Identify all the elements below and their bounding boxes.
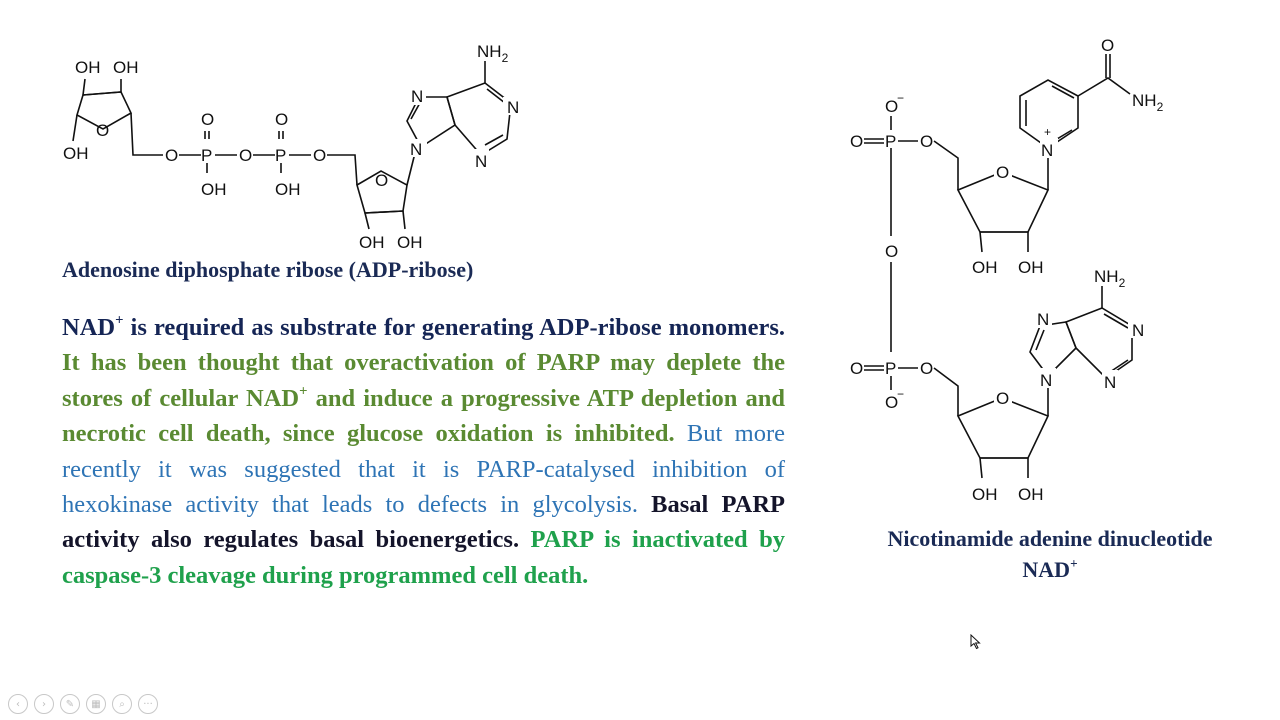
previous-slide-icon[interactable]: ‹ <box>8 694 28 714</box>
oh-label: OH <box>201 180 227 199</box>
nh2-label: NH2 <box>1094 267 1126 290</box>
phosphorus-label: P <box>885 132 896 151</box>
nh2-label: NH2 <box>477 42 509 65</box>
ring-o-label: O <box>375 171 388 190</box>
nh2-label: NH2 <box>1132 91 1164 114</box>
oh-label: OH <box>1018 485 1044 504</box>
n-label: N <box>1132 321 1144 340</box>
nad-caption-line2: NAD <box>1022 557 1071 582</box>
oh-label: OH <box>63 144 89 163</box>
bridge-o-label: O <box>239 146 252 165</box>
n-label: N <box>411 87 423 106</box>
minus-sign: − <box>897 387 904 401</box>
oh-label: OH <box>1018 258 1044 277</box>
oxo-label: O <box>850 132 863 151</box>
ring-o-label: O <box>996 389 1009 408</box>
oxo-label: O <box>275 110 288 129</box>
minus-sign: − <box>897 91 904 105</box>
sentence-basal-parp: Basal PARP activity also regulates basal… <box>62 491 785 554</box>
more-options-icon[interactable]: ··· <box>138 694 158 714</box>
body-paragraph: NAD+ is required as substrate for genera… <box>62 310 785 593</box>
n-label: N <box>507 98 519 117</box>
sentence-caspase: PARP is inactivated by caspase-3 cleavag… <box>62 526 785 589</box>
bridge-o-label: O <box>885 242 898 261</box>
nad-structure: P O − O O O O OH OH N + O NH2 P O O − O … <box>850 36 1164 504</box>
ring-o-label: O <box>996 163 1009 182</box>
plus-sign: + <box>1044 125 1051 139</box>
oxo-label: O <box>850 359 863 378</box>
bridge-o-label: O <box>920 359 933 378</box>
next-slide-icon[interactable]: › <box>34 694 54 714</box>
oh-label: OH <box>397 233 423 252</box>
oxo-label: O <box>1101 36 1114 55</box>
n-label: N <box>1041 141 1053 160</box>
adp-ribose-caption: Adenosine diphosphate ribose (ADP-ribose… <box>62 257 474 282</box>
oh-label: OH <box>972 258 998 277</box>
phosphorus-label: P <box>275 146 286 165</box>
n-label: N <box>410 140 422 159</box>
n-label: N <box>1104 373 1116 392</box>
phosphorus-label: P <box>885 359 896 378</box>
ring-o-label: O <box>96 121 109 140</box>
oh-label: OH <box>75 58 101 77</box>
oh-label: OH <box>113 58 139 77</box>
nad-caption-line1: Nicotinamide adenine dinucleotide <box>887 526 1213 551</box>
zoom-icon[interactable]: ⌕ <box>112 694 132 714</box>
see-all-slides-icon[interactable]: ▦ <box>86 694 106 714</box>
n-label: N <box>1040 371 1052 390</box>
phosphorus-label: P <box>201 146 212 165</box>
bridge-o-label: O <box>313 146 326 165</box>
sentence-nad-substrate: NAD+ is required as substrate for genera… <box>62 312 785 341</box>
oh-label: OH <box>275 180 301 199</box>
slideshow-toolbar: ‹ › ✎ ▦ ⌕ ··· <box>8 694 158 714</box>
oh-label: OH <box>972 485 998 504</box>
bridge-o-label: O <box>165 146 178 165</box>
sentence-hexokinase: But more recently it was suggested that … <box>62 420 785 519</box>
sentence-parp-overactivation: It has been thought that overactivation … <box>62 349 785 448</box>
n-label: N <box>1037 310 1049 329</box>
oxide-label: O <box>885 393 898 412</box>
pen-icon[interactable]: ✎ <box>60 694 80 714</box>
bridge-o-label: O <box>920 132 933 151</box>
oh-label: OH <box>359 233 385 252</box>
oxo-label: O <box>201 110 214 129</box>
mouse-cursor-icon <box>970 634 981 650</box>
n-label: N <box>475 152 487 171</box>
oxide-label: O <box>885 97 898 116</box>
adp-ribose-structure: OH OH O OH O P O OH O P O OH O O OH OH N… <box>63 42 519 252</box>
